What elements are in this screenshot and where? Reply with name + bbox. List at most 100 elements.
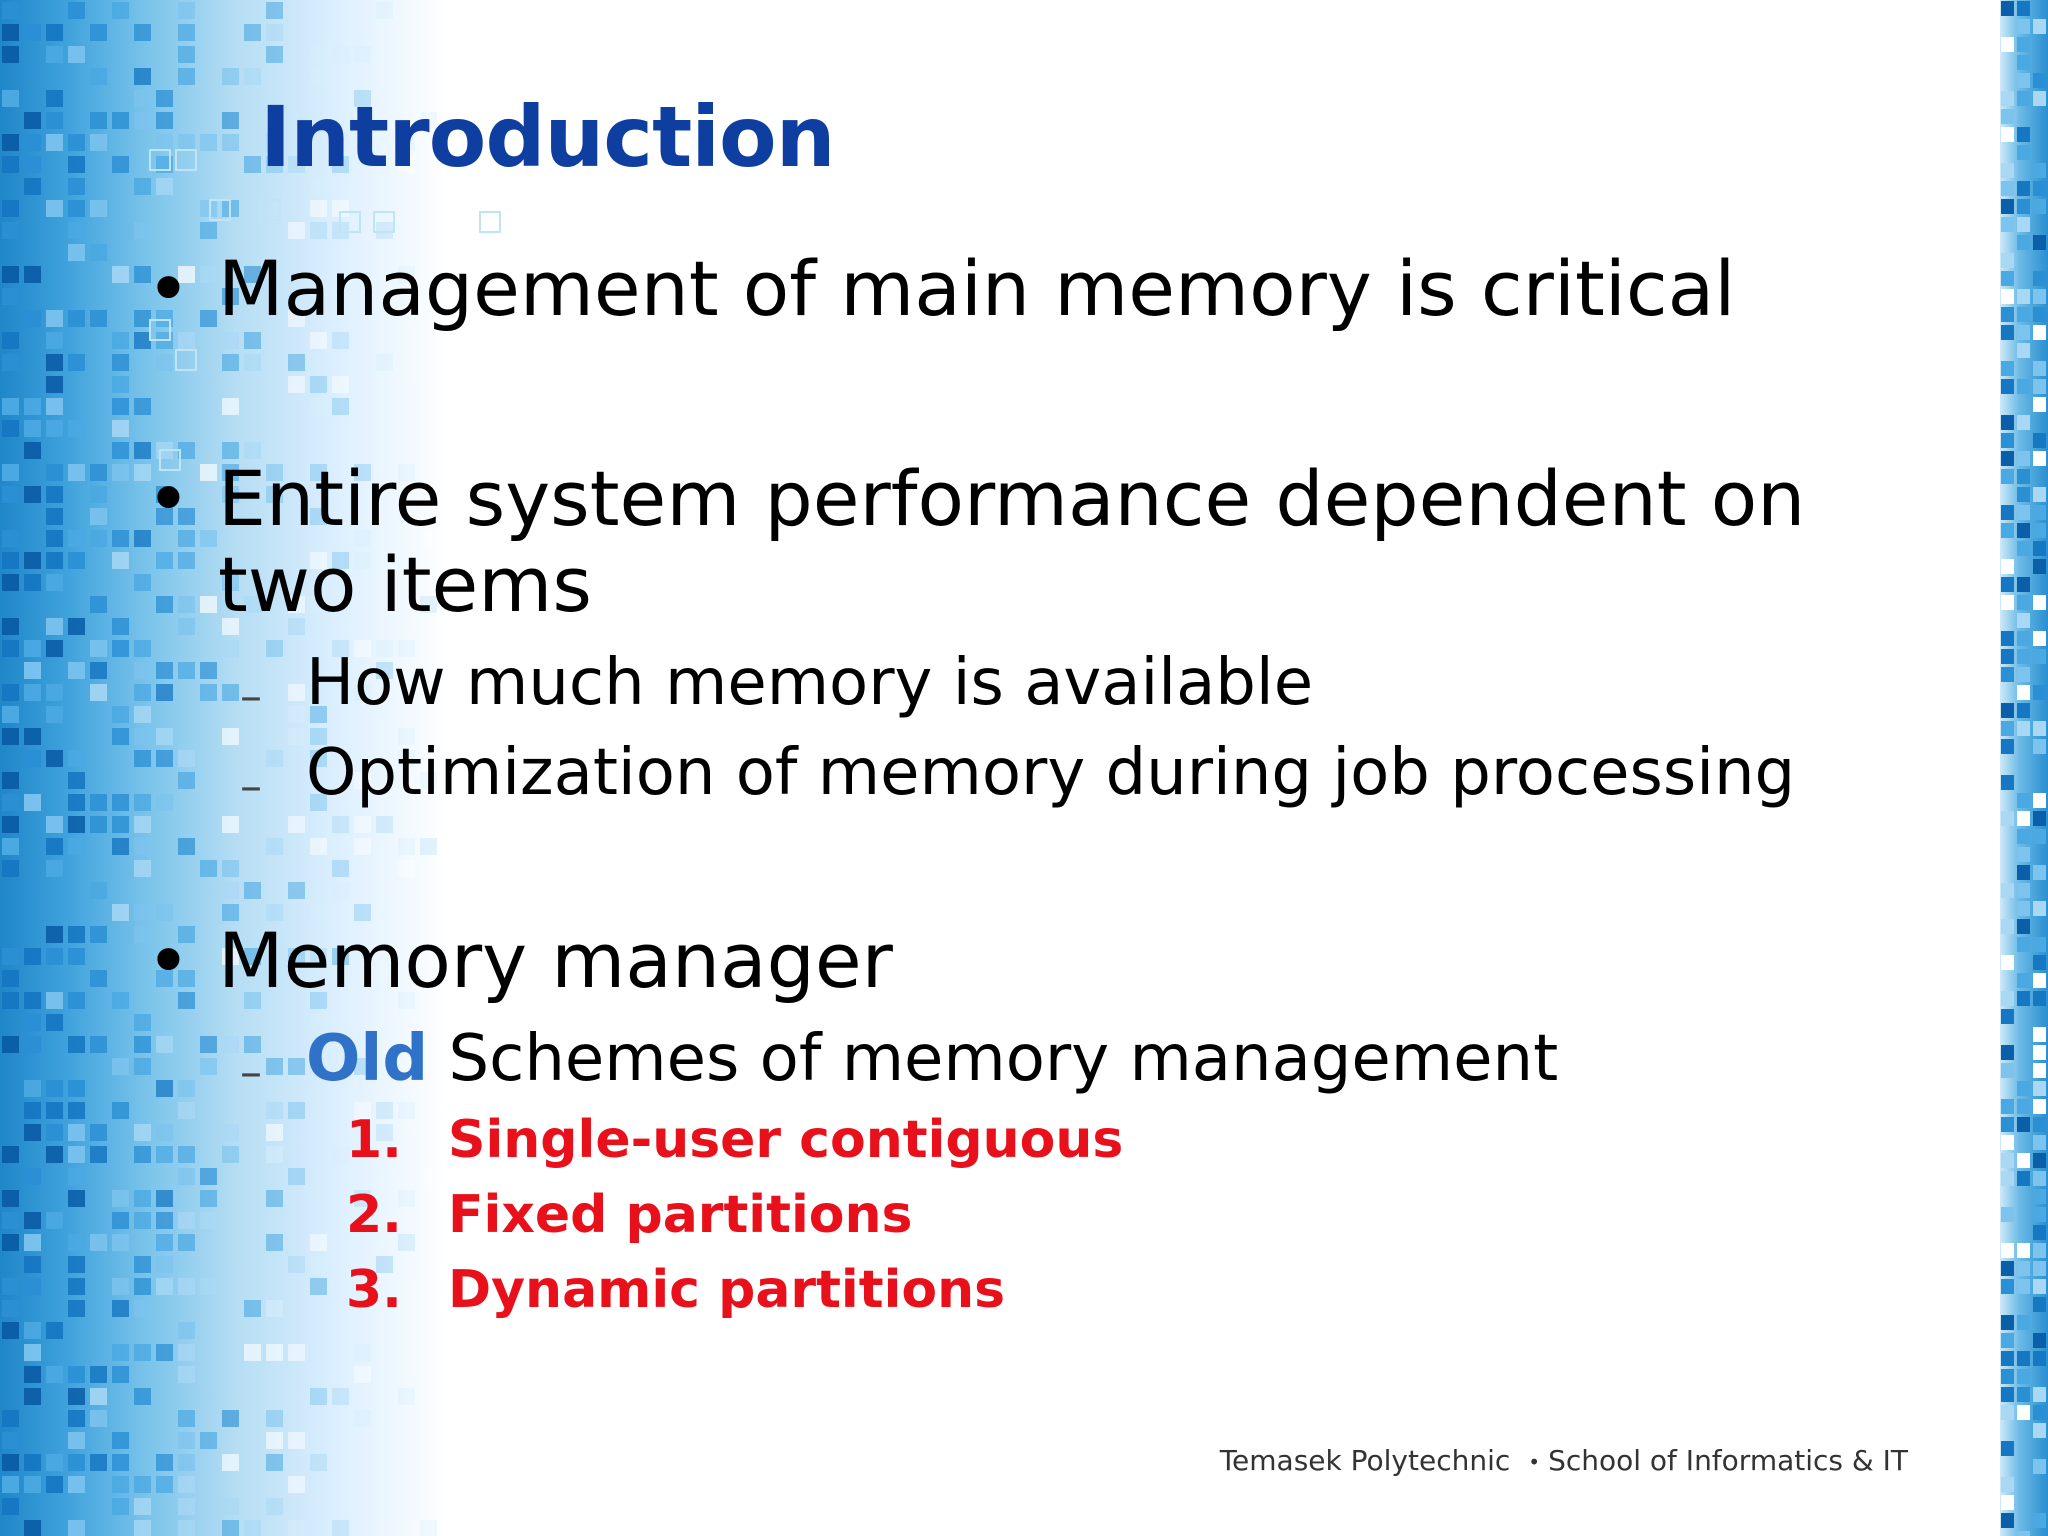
mosaic-tile (222, 1520, 239, 1536)
mosaic-tile (90, 1454, 107, 1471)
mosaic-tile (134, 794, 151, 811)
mosaic-tile (2001, 1099, 2014, 1114)
mosaic-tile (2, 838, 19, 855)
mosaic-tile (310, 1278, 327, 1295)
mosaic-tile (178, 1520, 195, 1536)
mosaic-tile (288, 1432, 305, 1449)
mosaic-tile (24, 112, 41, 129)
mosaic-tile (2033, 1279, 2046, 1294)
mosaic-tile (46, 420, 63, 437)
mosaic-tile (156, 1212, 173, 1229)
mosaic-tile (2033, 181, 2046, 196)
mosaic-tile (2001, 1495, 2014, 1510)
mosaic-tile (156, 1344, 173, 1361)
mosaic-tile (2033, 523, 2046, 538)
mosaic-tile (46, 354, 63, 371)
footer-school: School of Informatics & IT (1548, 1444, 1908, 1477)
mosaic-tile (2033, 631, 2046, 646)
mosaic-tile (2001, 91, 2014, 106)
mosaic-tile (134, 728, 151, 745)
mosaic-tile (2, 266, 19, 283)
mosaic-tile (420, 596, 437, 613)
mosaic-tile (68, 178, 85, 195)
mosaic-tile (134, 1344, 151, 1361)
mosaic-tile (200, 1432, 217, 1449)
mosaic-tile (2017, 235, 2030, 250)
mosaic-tile (68, 1146, 85, 1163)
mosaic-tile (266, 1344, 283, 1361)
mosaic-tile (2033, 559, 2046, 574)
mosaic-tile (46, 90, 63, 107)
mosaic-tile (134, 530, 151, 547)
mosaic-tile (178, 1476, 195, 1493)
mosaic-tile (178, 1432, 195, 1449)
mosaic-tile (222, 728, 239, 745)
mosaic-tile (2, 684, 19, 701)
mosaic-tile (288, 1520, 305, 1536)
mosaic-tile (156, 1146, 173, 1163)
mosaic-tile (288, 354, 305, 371)
mosaic-tile (90, 1146, 107, 1163)
mosaic-tile (332, 46, 349, 63)
mosaic-tile (244, 332, 261, 349)
mosaic-tile (2, 486, 19, 503)
mosaic-tile (420, 112, 437, 129)
mosaic-tile (178, 266, 195, 283)
mosaic-tile (2033, 19, 2046, 34)
mosaic-tile (200, 464, 217, 481)
mosaic-tile (2033, 793, 2046, 808)
mosaic-tile (332, 640, 349, 657)
mosaic-tile (310, 68, 327, 85)
mosaic-tile (222, 574, 239, 591)
mosaic-tile (2017, 1081, 2030, 1096)
mosaic-tile (310, 1014, 327, 1031)
mosaic-tile (68, 948, 85, 965)
mosaic-tile (2001, 271, 2014, 286)
mosaic-tile (156, 1476, 173, 1493)
mosaic-tile (2, 948, 19, 965)
mosaic-tile (2033, 1513, 2046, 1528)
mosaic-tile (2, 530, 19, 547)
mosaic-tile (266, 1432, 283, 1449)
mosaic-tile (24, 486, 41, 503)
mosaic-tile (376, 354, 393, 371)
mosaic-tile (222, 684, 239, 701)
mosaic-tile (2, 1146, 19, 1163)
mosaic-tile (2001, 217, 2014, 232)
mosaic-tile (2033, 1171, 2046, 1186)
mosaic-tile (2001, 451, 2014, 466)
mosaic-tile (200, 1278, 217, 1295)
mosaic-tile (2033, 1027, 2046, 1042)
mosaic-tile (178, 442, 195, 459)
mosaic-tile (2, 398, 19, 415)
mosaic-tile (222, 288, 239, 305)
mosaic-tile (2017, 667, 2030, 682)
mosaic-tile (2017, 901, 2030, 916)
mosaic-tile (2033, 1135, 2046, 1150)
mosaic-tile (398, 728, 415, 745)
mosaic-tile (24, 1366, 41, 1383)
footer-institution: Temasek Polytechnic (1219, 1444, 1511, 1477)
mosaic-tile (134, 222, 151, 239)
mosaic-tile (24, 266, 41, 283)
mosaic-tile (134, 860, 151, 877)
mosaic-tile (134, 1278, 151, 1295)
mosaic-tile (2017, 811, 2030, 826)
mosaic-tile (2, 1278, 19, 1295)
mosaic-tile (354, 1410, 371, 1427)
mosaic-tile (2033, 235, 2046, 250)
mosaic-tile (244, 1344, 261, 1361)
mosaic-tile (46, 332, 63, 349)
mosaic-tile (178, 1498, 195, 1515)
mosaic-tile (156, 178, 173, 195)
mosaic-tile (178, 618, 195, 635)
mosaic-tile (332, 882, 349, 899)
mosaic-tile (222, 882, 239, 899)
mosaic-tile (24, 1212, 41, 1229)
mosaic-tile (222, 68, 239, 85)
mosaic-tile (24, 442, 41, 459)
mosaic-tile (332, 398, 349, 415)
mosaic-tile (24, 1080, 41, 1097)
mosaic-tile (266, 1190, 283, 1207)
sub-item-rest: Schemes of memory management (448, 1022, 1559, 1096)
